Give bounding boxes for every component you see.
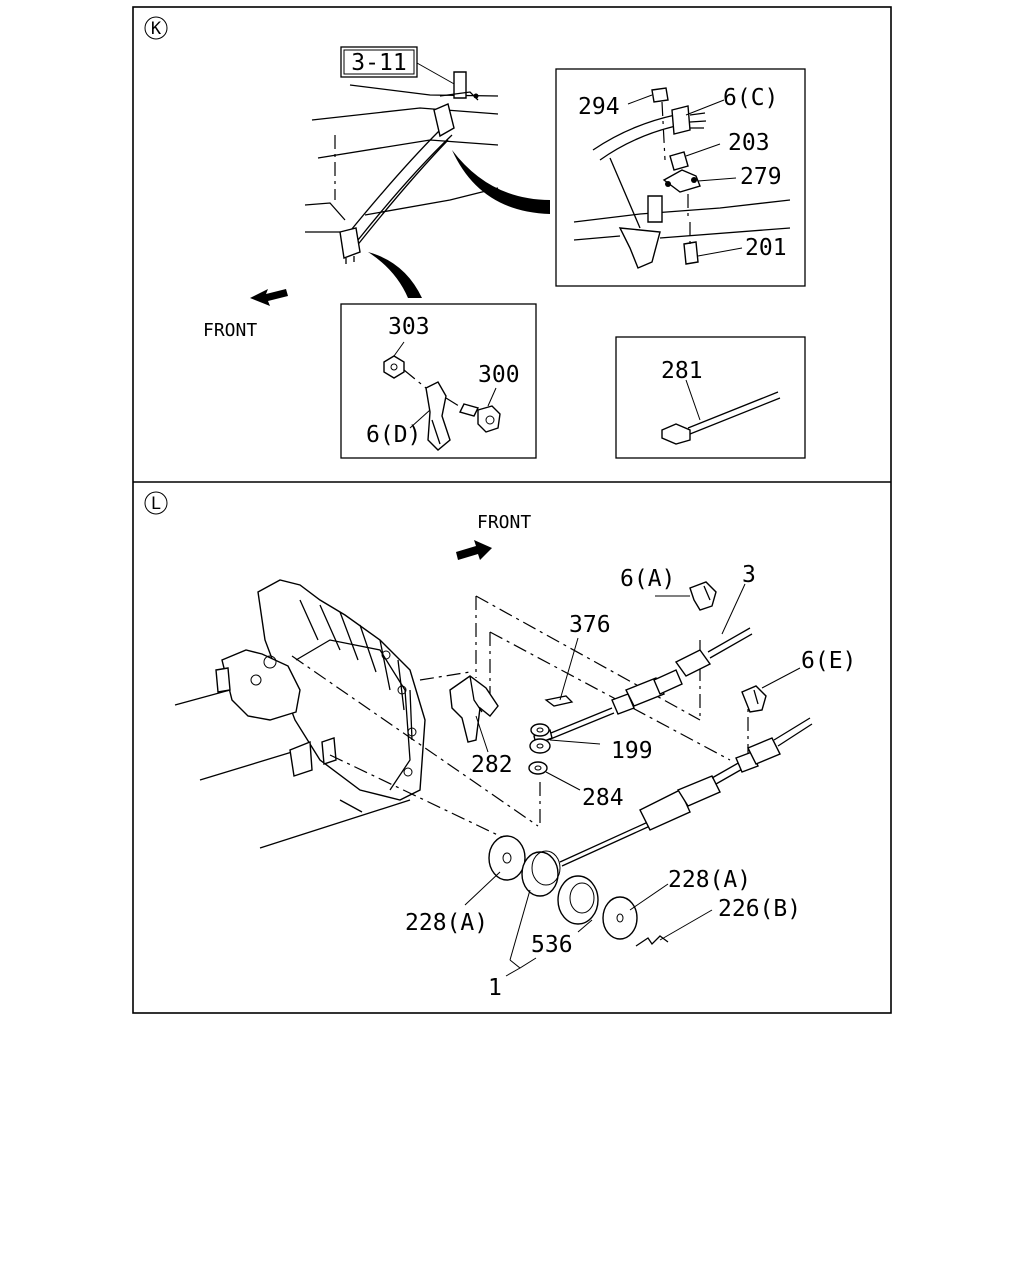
front-arrow-l bbox=[456, 540, 492, 560]
callout-1: 1 bbox=[488, 975, 502, 1001]
front-arrow-k bbox=[250, 289, 288, 306]
clip-drawing bbox=[383, 341, 501, 451]
pin-376 bbox=[544, 695, 574, 707]
callout-281: 281 bbox=[661, 358, 703, 384]
frame-rail-drawing bbox=[304, 71, 499, 264]
clip-6e bbox=[741, 685, 767, 713]
callout-203: 203 bbox=[728, 130, 770, 156]
grommet-536-outer bbox=[521, 851, 559, 897]
washer-228a-left bbox=[488, 835, 526, 881]
detail-box-hose-clamp bbox=[555, 68, 806, 287]
clip-6a bbox=[689, 581, 717, 611]
section-l-badge: L bbox=[151, 494, 161, 514]
callout-284: 284 bbox=[582, 785, 624, 811]
callout-228a-left: 228(A) bbox=[405, 910, 488, 936]
zoom-arrow-upper bbox=[452, 150, 550, 214]
ref-box-label: 3-11 bbox=[351, 50, 406, 76]
callout-199: 199 bbox=[611, 738, 653, 764]
diagram-frame bbox=[132, 6, 892, 1014]
callout-376: 376 bbox=[569, 612, 611, 638]
bracket-282 bbox=[449, 675, 499, 743]
section-k-badge-circle bbox=[144, 16, 168, 40]
cable-1-drawing bbox=[559, 717, 813, 867]
hose-clamp-drawing bbox=[573, 87, 791, 269]
callout-536: 536 bbox=[531, 932, 573, 958]
cable-3-drawing bbox=[533, 627, 753, 745]
washer-228a-right bbox=[602, 896, 638, 940]
callout-282: 282 bbox=[471, 752, 513, 778]
clip-226b bbox=[635, 935, 669, 947]
callout-303: 303 bbox=[388, 314, 430, 340]
washer-284 bbox=[528, 761, 548, 775]
callout-300: 300 bbox=[478, 362, 520, 388]
callout-201: 201 bbox=[745, 235, 787, 261]
callout-6c: 6(C) bbox=[723, 85, 778, 111]
detail-box-tie bbox=[615, 336, 806, 459]
callout-226b: 226(B) bbox=[718, 896, 801, 922]
section-k: K 3-11 bbox=[144, 16, 806, 459]
section-k-badge: K bbox=[151, 19, 162, 39]
callout-6e: 6(E) bbox=[801, 648, 856, 674]
zoom-arrow-lower bbox=[368, 252, 422, 298]
washer-199-upper bbox=[530, 723, 550, 737]
detail-box-clip bbox=[340, 303, 537, 459]
front-label-l: FRONT bbox=[477, 512, 531, 533]
section-l: L FRONT bbox=[144, 491, 813, 977]
transmission-housing-drawing bbox=[174, 579, 426, 849]
callout-3: 3 bbox=[742, 562, 756, 588]
callout-294: 294 bbox=[578, 94, 620, 120]
callout-6a: 6(A) bbox=[620, 566, 675, 592]
washer-199-lower bbox=[529, 738, 551, 754]
cable-tie-drawing bbox=[661, 379, 781, 445]
grommet-536-inner bbox=[557, 875, 599, 925]
front-label-k: FRONT bbox=[203, 320, 257, 341]
callout-279: 279 bbox=[740, 164, 782, 190]
callout-6d: 6(D) bbox=[366, 422, 421, 448]
ref-box bbox=[340, 46, 418, 78]
section-l-badge-circle bbox=[144, 491, 168, 515]
callout-228a-right: 228(A) bbox=[668, 867, 751, 893]
